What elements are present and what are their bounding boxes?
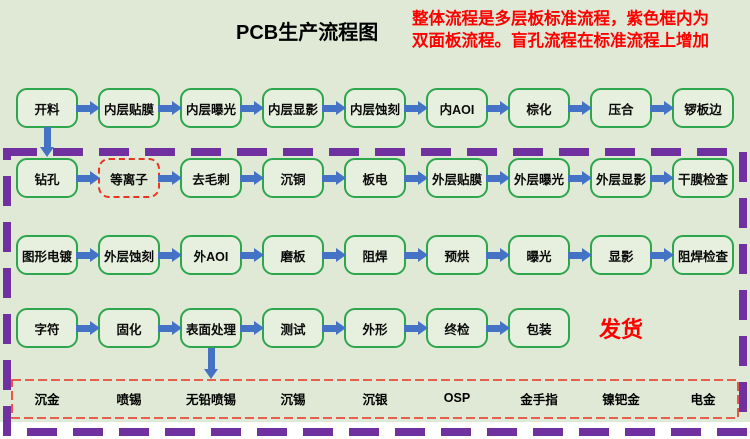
arrow-right-icon — [158, 321, 182, 335]
surface-option: 金手指 — [520, 392, 558, 407]
flow-step: 终检 — [426, 308, 488, 348]
flow-step: 显影 — [590, 235, 652, 275]
arrow-right-icon — [322, 321, 346, 335]
surface-option: 无铅喷锡 — [185, 392, 236, 407]
arrow-right-icon — [158, 101, 182, 115]
arrow-right-icon — [240, 321, 264, 335]
note-text: 整体流程是多层板标准流程，紫色框内为 双面板流程。盲孔流程在标准流程上增加 — [412, 9, 746, 53]
surface-option: 沉锡 — [280, 392, 306, 407]
arrow-right-icon — [322, 248, 346, 262]
arrow-right-icon — [568, 248, 592, 262]
flow-step: 内AOI — [426, 88, 488, 128]
arrow-right-icon — [404, 321, 428, 335]
flow-step: 固化 — [98, 308, 160, 348]
flow-step: 压合 — [590, 88, 652, 128]
flow-step: 测试 — [262, 308, 324, 348]
arrow-right-icon — [486, 171, 510, 185]
red-dashed-frame — [11, 379, 739, 419]
arrow-right-icon — [486, 321, 510, 335]
arrow-right-icon — [568, 101, 592, 115]
flow-step: 内层蚀刻 — [344, 88, 406, 128]
flow-step: 外层贴膜 — [426, 158, 488, 198]
arrow-right-icon — [76, 171, 100, 185]
flow-row-2: 钻孔 等离子 去毛刺 沉铜 板电 外层贴膜 外层曝光 外层显影 — [6, 156, 744, 200]
arrow-right-icon — [650, 248, 674, 262]
flow-step: 外形 — [344, 308, 406, 348]
flow-step: 外层曝光 — [508, 158, 570, 198]
flow-step: 表面处理 — [180, 308, 242, 348]
arrow-down-icon — [204, 348, 218, 379]
flow-step: 字符 — [16, 308, 78, 348]
arrow-right-icon — [76, 321, 100, 335]
flow-step: 开料 — [16, 88, 78, 128]
flow-step: 曝光 — [508, 235, 570, 275]
flow-row-4: 字符 固化 表面处理 测试 外形 终检 包装 发货 — [6, 306, 744, 379]
flow-step: 内层显影 — [262, 88, 324, 128]
flow-step: 内层贴膜 — [98, 88, 160, 128]
arrow-right-icon — [322, 101, 346, 115]
flow-step: 外层显影 — [590, 158, 652, 198]
flow-step: 阻焊 — [344, 235, 406, 275]
flow-step: 去毛刺 — [180, 158, 242, 198]
surface-option: OSP — [443, 391, 471, 405]
flow-step: 磨板 — [262, 235, 324, 275]
arrow-right-icon — [76, 101, 100, 115]
surface-option: 沉银 — [362, 392, 388, 407]
surface-option: 电金 — [690, 392, 716, 407]
diagram-background — [0, 0, 750, 422]
ship-label: 发货 — [598, 317, 643, 342]
arrow-right-icon — [158, 248, 182, 262]
surface-option: 沉金 — [34, 392, 60, 407]
arrow-right-icon — [240, 248, 264, 262]
flow-step: 阻焊检查 — [672, 235, 734, 275]
flow-step: 钻孔 — [16, 158, 78, 198]
purple-dashed-frame — [3, 148, 747, 436]
arrow-down-icon — [40, 127, 54, 157]
arrow-right-icon — [568, 171, 592, 185]
arrow-right-icon — [240, 101, 264, 115]
arrow-right-icon — [404, 171, 428, 185]
flow-step: 内层曝光 — [180, 88, 242, 128]
arrow-right-icon — [404, 248, 428, 262]
note-line-2: 双面板流程。盲孔流程在标准流程上增加 — [412, 31, 709, 50]
arrow-right-icon — [404, 101, 428, 115]
surface-option: 喷锡 — [116, 392, 142, 407]
arrow-right-icon — [650, 171, 674, 185]
flow-step: 沉铜 — [262, 158, 324, 198]
arrow-right-icon — [76, 248, 100, 262]
arrow-right-icon — [486, 101, 510, 115]
flow-step: 板电 — [344, 158, 406, 198]
flow-step: 干膜检查 — [672, 158, 734, 198]
arrow-right-icon — [322, 171, 346, 185]
flow-step-optional: 等离子 — [98, 158, 160, 198]
arrow-right-icon — [240, 171, 264, 185]
flow-row-3: 图形电镀 外层蚀刻 外AOI 磨板 阻焊 预烘 曝光 显影 — [6, 233, 744, 277]
flow-step: 锣板边 — [672, 88, 734, 128]
arrow-right-icon — [650, 101, 674, 115]
surface-finish-row: 沉金 喷锡 无铅喷锡 沉锡 沉银 OSP 金手指 镍钯金 电金 — [6, 388, 744, 408]
flow-step: 图形电镀 — [16, 235, 78, 275]
arrow-right-icon — [486, 248, 510, 262]
flow-step: 预烘 — [426, 235, 488, 275]
note-line-1: 整体流程是多层板标准流程，紫色框内为 — [412, 10, 709, 28]
arrow-right-icon — [158, 171, 182, 185]
page-title: PCB生产流程图 — [236, 22, 379, 44]
flow-step: 包装 — [508, 308, 570, 348]
surface-option: 镍钯金 — [602, 392, 640, 407]
flow-step: 外层蚀刻 — [98, 235, 160, 275]
flow-step: 外AOI — [180, 235, 242, 275]
flow-step: 棕化 — [508, 88, 570, 128]
flow-row-1: 开料 内层贴膜 内层曝光 内层显影 内层蚀刻 内AOI 棕化 压 — [6, 86, 744, 157]
